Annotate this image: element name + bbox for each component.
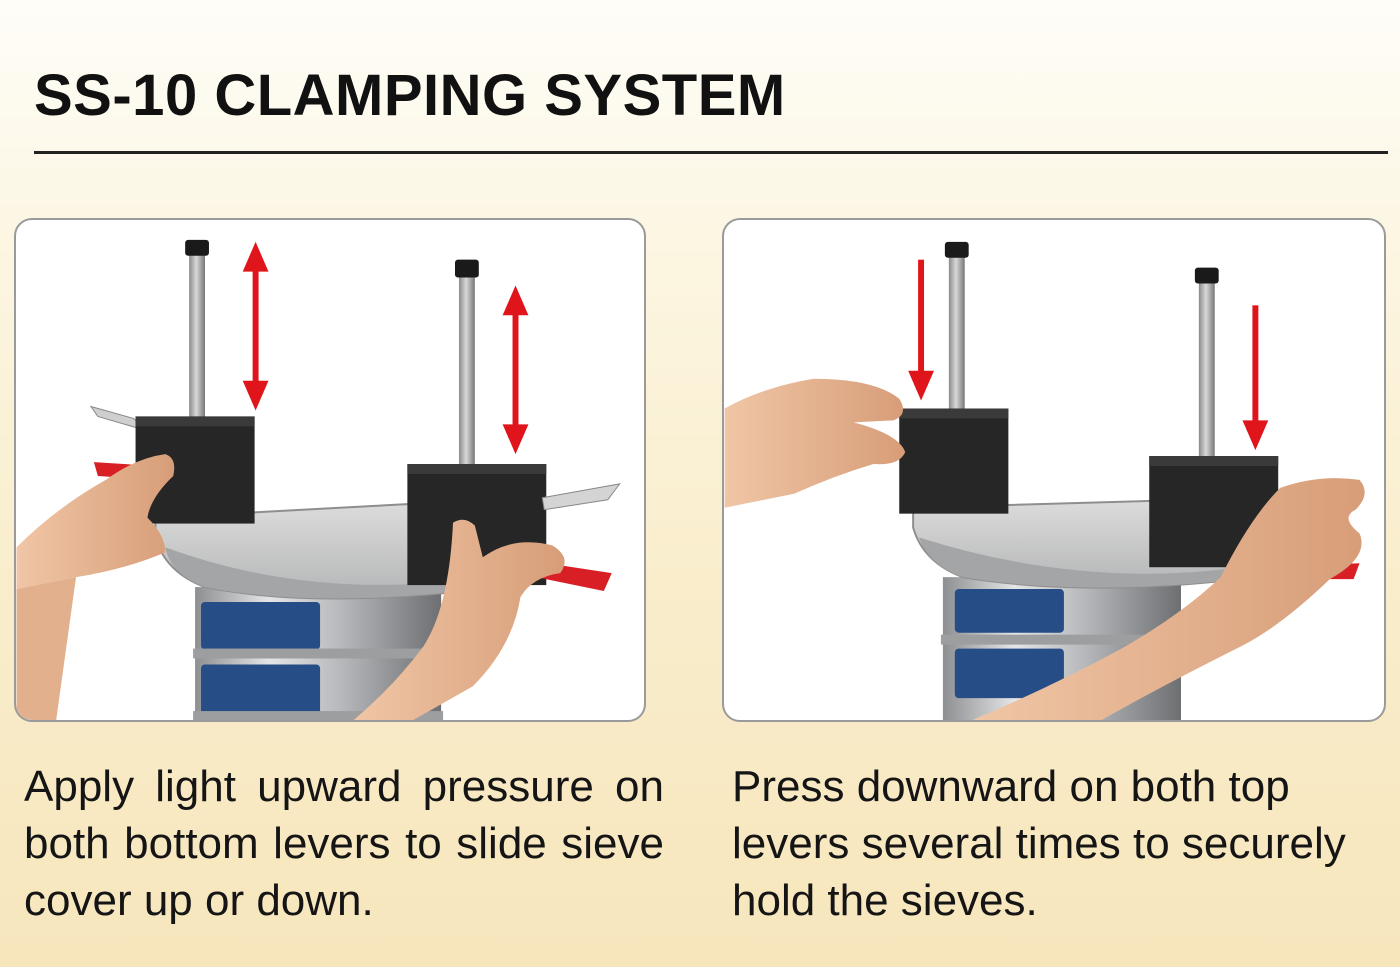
arrow-down-right [1242, 305, 1269, 451]
arrow-up-down-right [502, 285, 529, 455]
caption-bottom-levers: Apply light upward pressure on both bott… [24, 762, 664, 925]
page-title: SS-10 CLAMPING SYSTEM [34, 63, 786, 128]
clamp-left [899, 241, 1009, 514]
hand-right [353, 519, 565, 720]
arrow-down-left [908, 259, 934, 401]
hand-left [16, 454, 175, 720]
hand-left [724, 378, 906, 508]
arrow-up-down-left [242, 241, 269, 411]
photo-panel-bottom-levers [14, 218, 646, 722]
caption-top-levers: Press downward on both top levers severa… [732, 762, 1346, 925]
sieve-stack [193, 587, 444, 720]
photo-panel-top-levers [722, 218, 1386, 722]
photo-bottom-levers [16, 239, 621, 720]
title-divider [34, 151, 1388, 154]
hand-right [972, 478, 1365, 720]
photo-top-levers [724, 241, 1365, 720]
